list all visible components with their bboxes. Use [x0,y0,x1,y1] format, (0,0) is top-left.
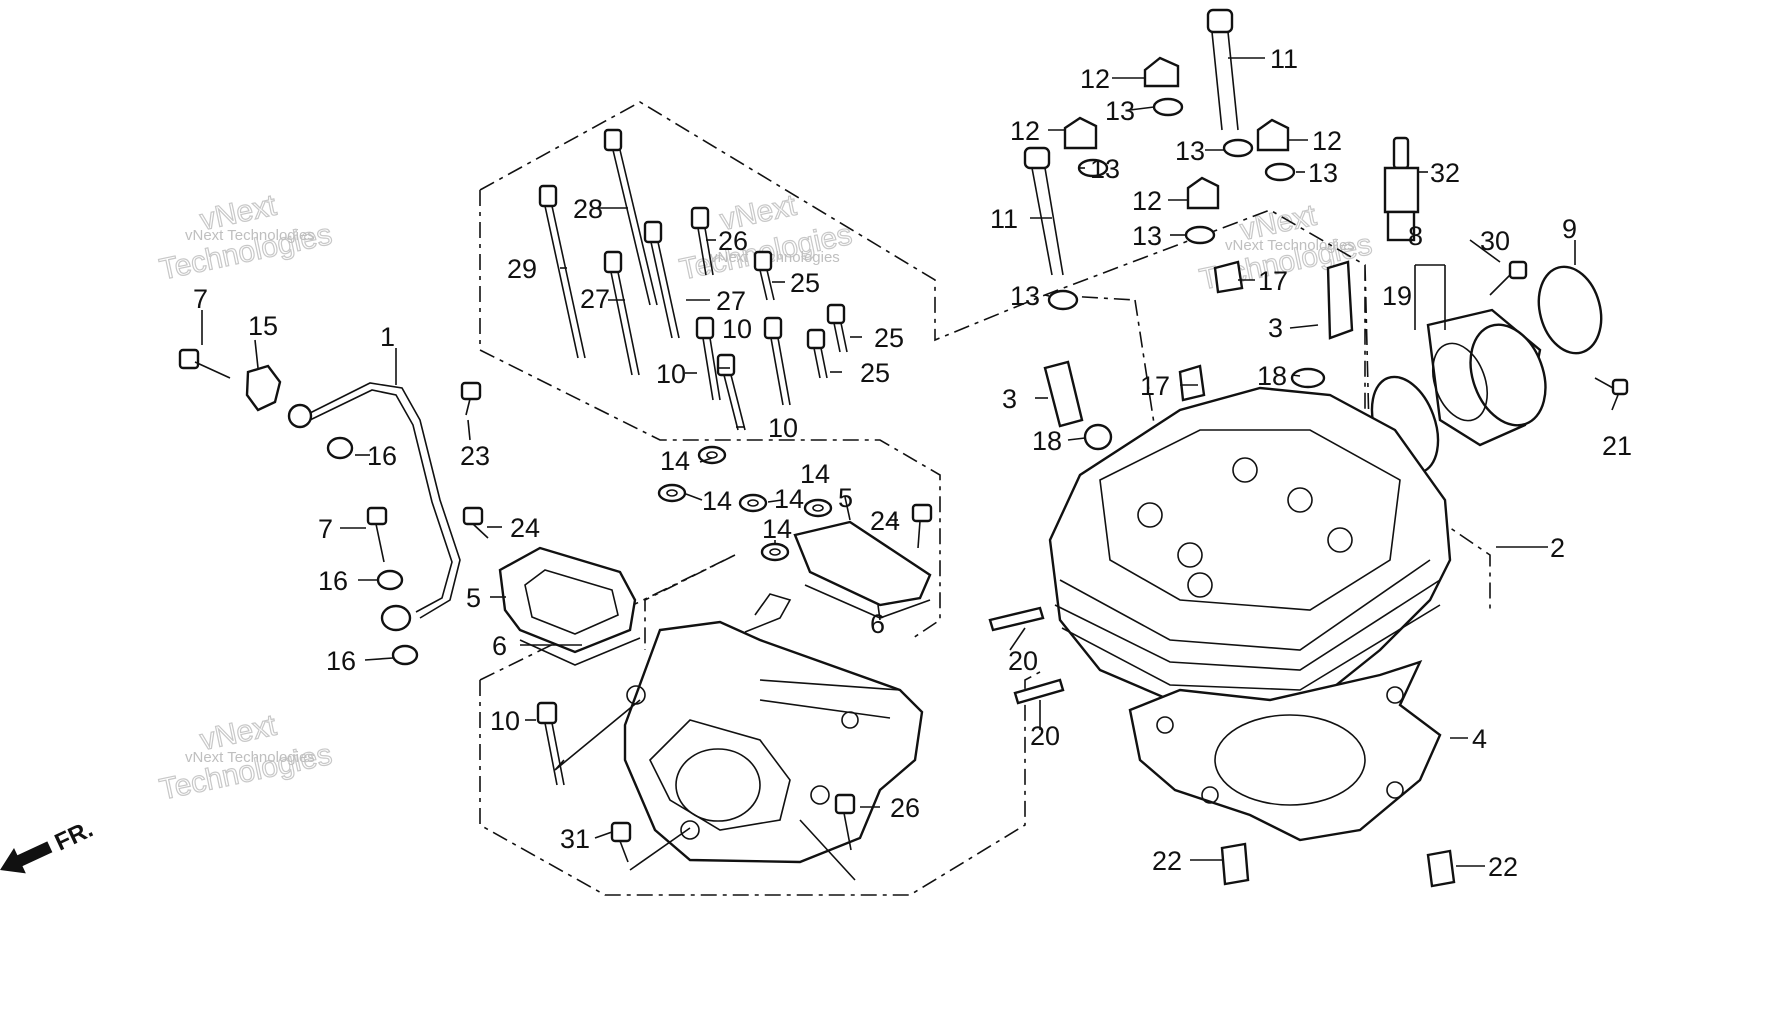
callout-4: 4 [1472,724,1487,754]
long-bolts [538,128,848,431]
callout-2: 2 [1550,533,1565,563]
callout-31: 31 [560,824,590,854]
bolt-28 [603,128,658,306]
callout-32: 32 [1430,158,1460,188]
washers-14 [657,445,833,562]
callout-14: 14 [800,459,830,489]
callout-20: 20 [1008,646,1038,676]
watermark-text: vNext Technologies [185,227,315,244]
leader-lines [201,57,1619,881]
callout-13: 13 [1090,154,1120,184]
callout-30: 30 [1480,226,1510,256]
callout-14: 14 [660,446,690,476]
callout-11: 11 [990,204,1018,234]
valve-guides-dowels [1043,260,1354,451]
callout-5: 5 [838,483,853,513]
bolt-29 [538,184,586,359]
callout-29: 29 [507,254,537,284]
side-cover-left [498,546,641,666]
callout-22: 22 [1488,852,1518,882]
callout-13: 13 [1175,136,1205,166]
bolt-27-left [603,250,640,376]
front-label: FR. [51,816,97,857]
callout-6: 6 [870,609,885,639]
nuts-washers-studs [1023,8,1296,311]
callout-27: 27 [580,284,610,314]
callout-7: 7 [193,284,208,314]
callout-13: 13 [1132,221,1162,251]
callout-24: 24 [870,506,900,536]
callout-26: 26 [718,226,748,256]
cylinder-head-casting [1048,386,1452,707]
head-gasket [1128,660,1442,842]
callout-10: 10 [656,359,686,389]
dowels-22 [1220,842,1456,888]
front-direction-arrow: FR. [0,816,97,874]
bolt-10-c [716,353,746,431]
small-bolts-23-24 [460,381,933,549]
callout-5: 5 [466,583,481,613]
spark-plug [1383,136,1420,242]
callout-12: 12 [1132,186,1162,216]
callout-3: 3 [1002,384,1017,414]
callout-numbers: 1 2 3 3 4 5 5 6 6 7 7 8 9 10 10 10 10 11… [193,44,1632,882]
callout-21: 21 [1602,431,1632,461]
callout-11: 11 [1270,44,1298,74]
callout-12: 12 [1080,64,1110,94]
callout-15: 15 [248,311,278,341]
callout-18: 18 [1032,426,1062,456]
callout-12: 12 [1312,126,1342,156]
bolt-25-b [826,303,848,353]
callout-16: 16 [326,646,356,676]
callout-13: 13 [1105,96,1135,126]
bolt-10-b [763,316,791,406]
callout-10: 10 [768,413,798,443]
callout-25: 25 [790,268,820,298]
callout-14: 14 [774,484,804,514]
watermark-text: vNext Technologies [1225,237,1355,254]
side-cover-right [793,520,932,619]
bolt-25-c [806,328,828,379]
callout-25: 25 [860,358,890,388]
callout-17: 17 [1140,371,1170,401]
callout-8: 8 [1408,221,1423,251]
callout-9: 9 [1562,214,1577,244]
callout-19: 19 [1382,281,1412,311]
callout-14: 14 [702,486,732,516]
callout-17: 17 [1258,266,1288,296]
callout-10: 10 [722,314,752,344]
callout-7: 7 [318,514,333,544]
callout-10: 10 [490,706,520,736]
bolt-25-a [753,250,775,301]
studs-20 [988,606,1065,705]
callout-13: 13 [1010,281,1040,311]
watermark-text: vNext Technologies [185,749,315,766]
intake-joint [1370,260,1629,475]
callout-23: 23 [460,441,490,471]
callout-3: 3 [1268,313,1283,343]
callout-16: 16 [318,566,348,596]
callout-20: 20 [1030,721,1060,751]
callout-26: 26 [890,793,920,823]
callout-24: 24 [510,513,540,543]
callout-1: 1 [380,322,395,352]
callout-18: 18 [1257,361,1287,391]
callout-27: 27 [716,286,746,316]
bolt-10-a [695,316,721,401]
callout-28: 28 [573,194,603,224]
callout-13: 13 [1308,158,1338,188]
callout-16: 16 [367,441,397,471]
callout-6: 6 [492,631,507,661]
breather-tube-assembly [178,348,461,666]
callout-22: 22 [1152,846,1182,876]
callout-14: 14 [762,514,792,544]
bolt-27-right [643,220,680,339]
watermark-text: vNext Technologies [710,249,840,266]
callout-12: 12 [1010,116,1040,146]
bolt-26-top [690,206,714,276]
callout-25: 25 [874,323,904,353]
